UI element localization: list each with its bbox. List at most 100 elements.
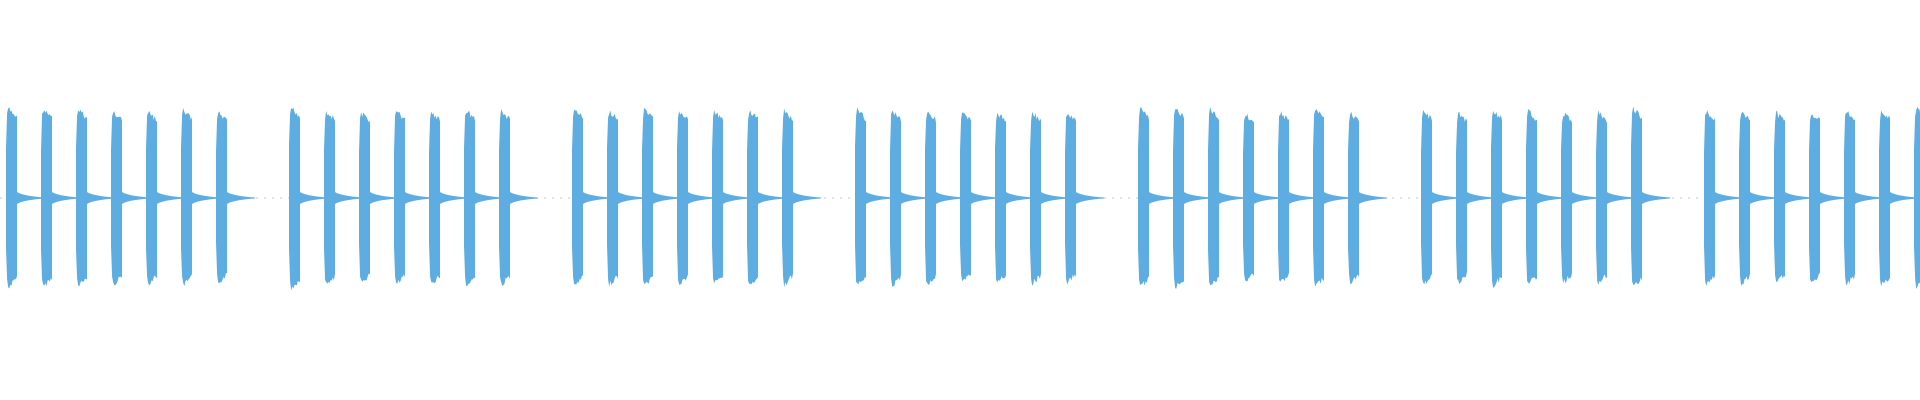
waveform-burst — [607, 110, 618, 287]
waveform-burst-tail — [1890, 192, 1918, 204]
waveform-burst — [572, 109, 583, 285]
waveform-burst — [995, 112, 1006, 283]
waveform-burst-tail — [1041, 192, 1069, 204]
waveform-burst — [394, 111, 405, 284]
waveform-burst — [76, 109, 87, 287]
waveform-burst-tail — [583, 192, 611, 204]
waveform-burst-tail — [1537, 192, 1565, 204]
waveform-burst — [677, 111, 688, 285]
waveform-burst — [6, 107, 17, 289]
waveform-bursts — [6, 106, 1920, 291]
waveform-burst-tail — [1254, 192, 1282, 204]
waveform-burst-tail — [335, 192, 363, 204]
waveform-burst-tail — [971, 192, 999, 204]
waveform-burst-tail — [300, 192, 328, 204]
waveform-burst-tail — [866, 192, 894, 204]
waveform-burst — [1526, 108, 1537, 284]
waveform-burst — [890, 110, 901, 287]
waveform-burst-tail — [723, 192, 751, 204]
waveform-burst-tail — [653, 192, 681, 204]
waveform-burst-tail — [758, 192, 786, 204]
waveform-burst — [1809, 114, 1820, 283]
waveform-burst-tail — [688, 192, 716, 204]
waveform-burst — [712, 110, 723, 284]
waveform-burst-tail — [157, 192, 185, 204]
waveform-burst-tail — [510, 192, 538, 204]
waveform-burst-tail — [1642, 192, 1670, 204]
waveform-burst-tail — [1359, 192, 1387, 204]
waveform-burst-tail — [370, 192, 398, 204]
waveform-burst — [1243, 113, 1254, 282]
waveform-burst-tail — [1149, 192, 1177, 204]
waveform-burst-tail — [1006, 192, 1034, 204]
waveform-burst — [747, 110, 758, 285]
waveform-burst-tail — [405, 192, 433, 204]
waveform-burst-tail — [1715, 192, 1743, 204]
waveform-burst-tail — [227, 192, 255, 204]
waveform-burst-tail — [87, 192, 115, 204]
waveform-burst-tail — [1607, 192, 1635, 204]
waveform-burst — [1914, 107, 1920, 289]
waveform-burst — [1138, 107, 1149, 286]
waveform-burst — [1030, 111, 1041, 286]
waveform-burst-tail — [1502, 192, 1530, 204]
waveform-burst-tail — [1076, 192, 1104, 204]
waveform-burst-tail — [122, 192, 150, 204]
waveform-burst-tail — [52, 192, 80, 204]
waveform-burst — [855, 107, 866, 285]
waveform-burst — [1631, 106, 1642, 285]
waveform-burst-tail — [1219, 192, 1247, 204]
waveform-burst-tail — [1184, 192, 1212, 204]
waveform-burst-tail — [1467, 192, 1495, 204]
waveform-burst — [216, 111, 227, 284]
waveform-burst-tail — [192, 192, 220, 204]
waveform-burst-tail — [17, 192, 45, 204]
waveform-burst — [41, 110, 52, 287]
waveform-burst — [1879, 110, 1890, 287]
waveform-burst-tail — [1572, 192, 1600, 204]
waveform-burst — [181, 108, 192, 287]
waveform-burst — [1348, 111, 1359, 284]
waveform-burst-tail — [1855, 192, 1883, 204]
waveform-burst — [1313, 109, 1324, 287]
waveform-burst-tail — [901, 192, 929, 204]
waveform-burst-tail — [440, 192, 468, 204]
waveform-burst — [111, 111, 122, 286]
waveform-burst — [960, 112, 971, 282]
waveform-burst — [1421, 109, 1432, 285]
waveform-burst — [1561, 112, 1572, 284]
waveform-burst — [1739, 111, 1750, 287]
waveform-burst — [782, 108, 793, 288]
waveform-burst — [429, 111, 440, 284]
waveform-burst — [289, 107, 300, 291]
waveform-burst-tail — [1750, 192, 1778, 204]
waveform-burst — [146, 110, 157, 286]
waveform-burst — [1065, 114, 1076, 285]
waveform-burst — [324, 111, 335, 284]
waveform-burst-tail — [475, 192, 503, 204]
waveform-burst — [642, 107, 653, 284]
waveform-burst — [1774, 110, 1785, 282]
waveform-burst — [1173, 108, 1184, 289]
waveform-burst — [1456, 111, 1467, 285]
waveform-burst — [1704, 110, 1715, 287]
waveform-burst — [499, 109, 510, 286]
waveform-burst-tail — [1289, 192, 1317, 204]
waveform-burst — [464, 111, 475, 287]
waveform-burst — [1596, 109, 1607, 286]
waveform-burst-tail — [1324, 192, 1352, 204]
waveform-burst — [1491, 111, 1502, 289]
waveform-burst-tail — [936, 192, 964, 204]
waveform-burst-tail — [1820, 192, 1848, 204]
waveform-burst — [1278, 111, 1289, 282]
waveform-burst-tail — [618, 192, 646, 204]
waveform-burst — [925, 111, 936, 285]
waveform-burst-tail — [1785, 192, 1813, 204]
waveform-burst — [1208, 106, 1219, 286]
waveform-burst — [359, 112, 370, 282]
waveform-burst-tail — [1432, 192, 1460, 204]
waveform-burst-tail — [793, 192, 821, 204]
waveform-burst — [1844, 111, 1855, 286]
